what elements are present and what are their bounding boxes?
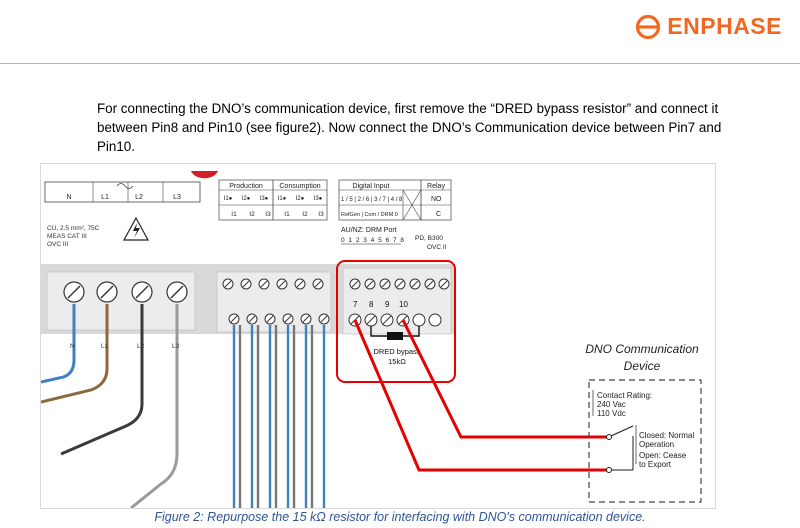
ac-label-block: N L1 L2 L3 CU, 2.5 mm², 75C MEAS CAT III…	[44, 181, 201, 248]
digital-row-2: RefGen | Com / DRM 0	[341, 212, 398, 218]
drm-highlight-box	[336, 260, 456, 383]
digital-label-block: Digital Input Relay 1 / 5 | 2 / 6 | 3 / …	[338, 179, 452, 221]
warning-icon	[122, 216, 150, 241]
ct-top-4: I1●	[278, 196, 287, 202]
contact-rating-1: Contact Rating:	[597, 391, 652, 400]
page-header: ENPHASE	[0, 0, 800, 64]
ac-spec-3: OVC III	[47, 241, 69, 248]
pin-label-9: 9	[385, 300, 390, 309]
ct-top-5: I2●	[296, 196, 305, 202]
ct-wires	[232, 325, 326, 508]
dno-device-outline	[588, 379, 702, 503]
wire-label-n: N	[70, 343, 75, 350]
wire-label-l2: L2	[137, 343, 145, 350]
digital-input-label: Digital Input	[353, 183, 390, 190]
drm-spec-1: PD, B300	[415, 235, 443, 242]
drm-pins: 0 1 2 3 4 5 6 7 8	[341, 237, 405, 244]
intro-paragraph: For connecting the DNO’s communication d…	[97, 101, 722, 154]
dred-bypass-resistor: DRED bypass 15kΩ	[370, 326, 421, 366]
brand-name: ENPHASE	[667, 13, 782, 39]
dno-title-1: DNO Communication	[585, 342, 699, 356]
enphase-logo: ENPHASE	[635, 13, 782, 40]
ct-bottom-2: I2	[249, 211, 255, 218]
ac-label-l3: L3	[173, 194, 181, 201]
wire-label-l3: L3	[172, 343, 180, 350]
consumption-label: Consumption	[279, 183, 320, 190]
contact-rating-2: 240 Vac	[597, 400, 626, 409]
digital-row-1: 1 / 5 | 2 / 6 | 3 / 7 | 4 / 8	[341, 197, 403, 203]
ac-wires: N L1 L2 L3	[41, 304, 180, 508]
figure-caption: Figure 2: Repurpose the 15 kΩ resistor f…	[154, 510, 646, 524]
enphase-logo-icon	[636, 14, 661, 39]
ct-top-2: I2●	[242, 196, 251, 202]
ct-terminal-block	[216, 271, 332, 333]
ct-bottom-1: I1	[231, 211, 237, 218]
wire-label-l1: L1	[101, 343, 109, 350]
ac-label-n: N	[66, 194, 71, 201]
ac-label-l2: L2	[135, 194, 143, 201]
dno-wires	[353, 319, 609, 472]
relay-label: Relay	[427, 183, 445, 190]
wiring-diagram: N L1 L2 L3 CU, 2.5 mm², 75C MEAS CAT III…	[41, 171, 702, 508]
dno-title-2: Device	[624, 359, 661, 373]
pin-label-7: 7	[353, 300, 358, 309]
relay-c: C	[436, 211, 441, 218]
ac-sine-icon	[116, 183, 134, 189]
resistor-label-2: 15kΩ	[388, 357, 406, 366]
ct-bottom-6: I3	[318, 211, 324, 218]
ct-top-1: I1●	[224, 196, 233, 202]
drm-title: AU/NZ: DRM Port	[341, 227, 397, 234]
open-label-2: to Export	[639, 460, 672, 469]
drm-terminal-block: 7 8 9 10	[342, 267, 452, 335]
ac-label-l1: L1	[101, 194, 109, 201]
production-label: Production	[229, 183, 263, 190]
pin-label-10: 10	[399, 300, 408, 309]
drm-spec-2: OVC II	[427, 244, 447, 251]
relay-no: NO	[431, 196, 442, 203]
wiring-figure: N L1 L2 L3 CU, 2.5 mm², 75C MEAS CAT III…	[40, 163, 716, 509]
ct-label-block: Production Consumption I1● I2● I3● I1● I…	[218, 179, 328, 221]
contact-rating-3: 110 Vdc	[597, 409, 626, 418]
pin10-wire	[401, 319, 609, 439]
resistor-label-1: DRED bypass	[373, 347, 420, 356]
pin-label-8: 8	[369, 300, 374, 309]
dno-device: DNO Communication Device Contact Rating:…	[585, 342, 702, 503]
drm-port-label: AU/NZ: DRM Port 0 1 2 3 4 5 6 7 8 PD, B3…	[341, 227, 447, 251]
pin7-wire	[353, 319, 609, 472]
ct-top-3: I3●	[260, 196, 269, 202]
header-divider	[0, 63, 800, 64]
ct-bottom-3: I3	[265, 211, 271, 218]
open-label-1: Open: Cease	[639, 451, 687, 460]
closed-label-2: Operation	[639, 440, 674, 449]
ac-spec-1: CU, 2.5 mm², 75C	[47, 225, 100, 232]
ac-terminal-block	[46, 271, 196, 331]
relay-switch-icon	[606, 425, 637, 473]
top-notch	[191, 171, 218, 179]
closed-label-1: Closed: Normal	[639, 431, 694, 440]
ct-bottom-5: I2	[302, 211, 308, 218]
ct-top-6: I3●	[314, 196, 323, 202]
ac-spec-2: MEAS CAT III	[47, 233, 87, 240]
ct-bottom-4: I1	[284, 211, 290, 218]
